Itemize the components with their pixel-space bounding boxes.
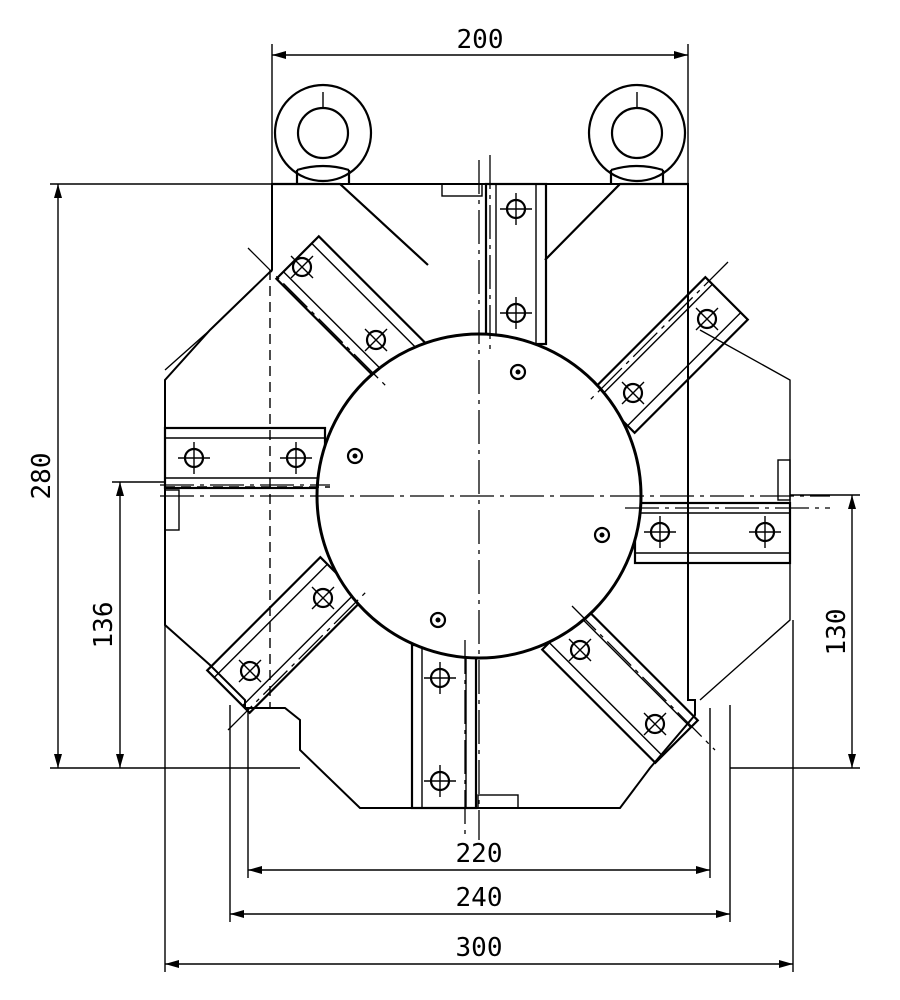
bolt-hole: [424, 662, 456, 694]
disc-hole: [509, 363, 527, 381]
tool-slot-left: [163, 426, 327, 531]
hidden-lines: [165, 184, 689, 708]
bolt-hole: [238, 659, 262, 683]
bolt-hole: [643, 712, 667, 736]
bolt-hole: [695, 307, 719, 331]
dimension-label-300: 300: [456, 933, 503, 963]
disc-hole: [346, 447, 364, 465]
bolt-hole: [500, 297, 532, 329]
bolt-hole: [644, 516, 676, 548]
bolt-hole: [311, 586, 335, 610]
dimension-width-mid: 240: [229, 705, 731, 922]
bolt-hole: [178, 442, 210, 474]
tool-slot-lower-left: [205, 555, 365, 715]
disc-hole: [429, 611, 447, 629]
dimension-height-total: 280: [27, 183, 300, 769]
dimension-label-136: 136: [89, 602, 119, 649]
bolt-hole: [749, 516, 781, 548]
bolt-hole: [500, 193, 532, 225]
dimension-label-220: 220: [456, 839, 503, 869]
dimension-width-total: 300: [164, 620, 794, 972]
lifting-eye-left: [273, 83, 373, 184]
dimension-height-right: 130: [730, 494, 860, 769]
bolt-hole: [364, 328, 388, 352]
lifting-eye-right: [587, 83, 687, 184]
bolt-hole: [280, 442, 312, 474]
bolt-hole: [424, 765, 456, 797]
bolt-hole: [290, 255, 314, 279]
disc-hole: [593, 526, 611, 544]
tool-slot-top: [441, 182, 548, 346]
dimension-label-280: 280: [27, 453, 57, 500]
bolt-hole: [568, 638, 592, 662]
center-lines: [160, 155, 830, 840]
dimension-label-130: 130: [822, 609, 852, 656]
dimension-label-240: 240: [456, 883, 503, 913]
dimension-width-top: 200: [271, 25, 689, 184]
dimension-height-left: 136: [89, 481, 165, 768]
dimension-width-inner: 220: [247, 708, 711, 878]
mounting-holes: [178, 193, 781, 797]
dimension-label-200: 200: [457, 25, 504, 55]
bolt-hole: [621, 381, 645, 405]
